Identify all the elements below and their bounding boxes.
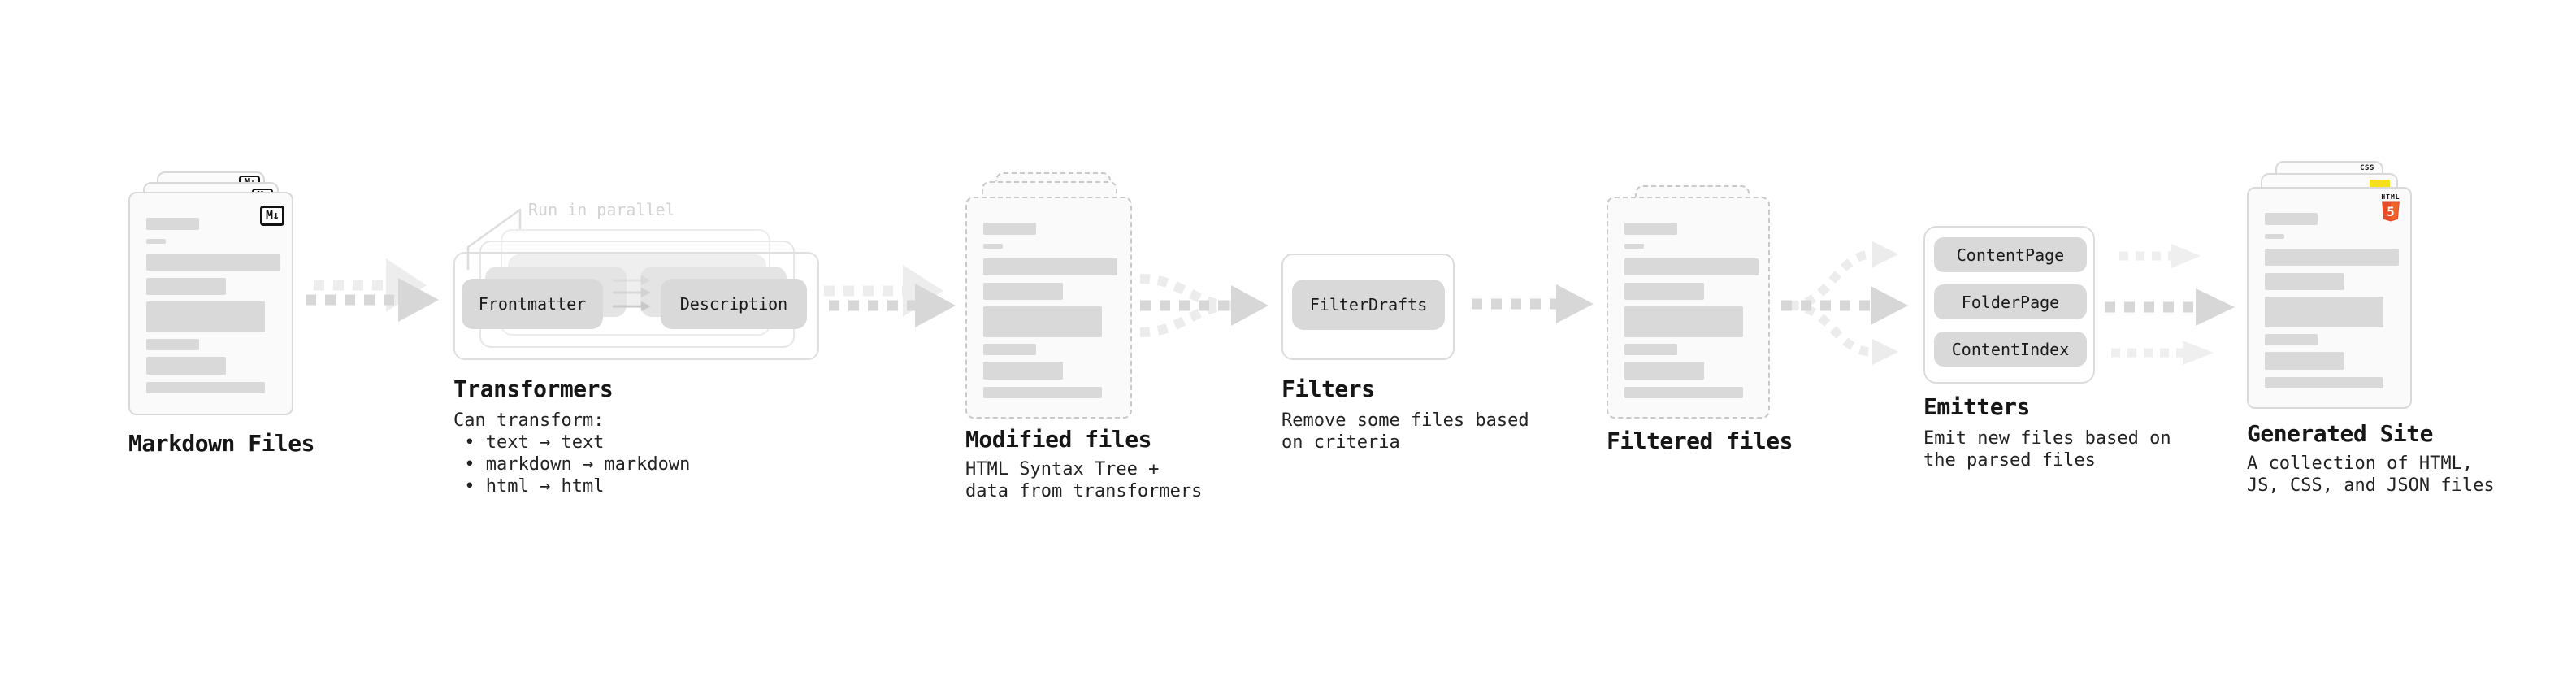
description-pill: Description: [661, 279, 807, 329]
folderpage-pill: FolderPage: [1934, 284, 2087, 319]
text-line-bar: [983, 244, 1003, 249]
text-line-bar: [1624, 244, 1644, 249]
markdown-file-card: M↓: [128, 192, 293, 415]
text-line-bar: [983, 387, 1102, 398]
contentpage-pill: ContentPage: [1934, 237, 2087, 272]
description-line: Emit new files based on: [1923, 428, 2171, 449]
filters-title: Filters: [1281, 375, 1375, 402]
flow-arrow-transformers-to-modified: [824, 265, 956, 327]
text-line-bar: [146, 254, 280, 271]
html5-word: HTML: [2381, 193, 2400, 201]
transformer-box: [453, 252, 819, 360]
text-line-bar: [2265, 297, 2383, 327]
markdown-files-title: Markdown Files: [128, 430, 315, 457]
transformers-description: Can transform: • text → text • markdown …: [453, 410, 690, 497]
description-line: A collection of HTML,: [2247, 453, 2474, 474]
description-line: the parsed files: [1923, 450, 2096, 471]
text-line-bar: [146, 239, 166, 244]
description-line: • html → html: [453, 476, 605, 497]
flow-arrow-emitter-top: [2119, 244, 2201, 268]
modified-files-title: Modified files: [965, 426, 1152, 453]
emitters-description: Emit new files based on the parsed files: [1923, 427, 2171, 471]
flow-arrow-split-to-emitters: [1781, 241, 1908, 365]
description-line: Remove some files based: [1281, 410, 1529, 431]
text-line-bar: [146, 218, 199, 230]
filtered-file-card: [1607, 197, 1770, 419]
text-line-bar: [146, 301, 265, 332]
description-line: data from transformers: [965, 481, 1203, 501]
text-line-bar: [1624, 283, 1704, 300]
description-line: on criteria: [1281, 432, 1400, 453]
mini-arrow: [613, 288, 651, 297]
filterdrafts-pill: FilterDrafts: [1292, 280, 1445, 330]
description-line: HTML Syntax Tree +: [965, 459, 1160, 479]
text-line-bar: [2265, 273, 2344, 290]
text-line-bar: [1624, 258, 1759, 275]
flow-arrow-filters-to-filtered: [1472, 284, 1594, 323]
description-line: • markdown → markdown: [453, 454, 691, 475]
text-line-bar: [2265, 334, 2318, 345]
mini-arrow: [613, 301, 651, 311]
text-line-bar: [1624, 362, 1704, 380]
text-line-bar: [146, 278, 226, 295]
text-line-bar: [983, 223, 1036, 235]
text-line-bar: [2265, 352, 2344, 370]
filtered-files-title: Filtered files: [1607, 427, 1793, 454]
text-line-bar: [2265, 234, 2284, 239]
modified-files-description: HTML Syntax Tree + data from transformer…: [965, 458, 1202, 502]
text-line-bar: [1624, 223, 1677, 235]
markdown-icon: M↓: [259, 206, 284, 226]
text-line-bar: [1624, 387, 1743, 398]
text-line-bar: [2265, 213, 2318, 225]
text-line-bar: [1624, 306, 1743, 337]
transformers-title: Transformers: [453, 375, 614, 402]
text-line-bar: [146, 339, 199, 350]
filters-description: Remove some files based on criteria: [1281, 410, 1529, 453]
html5-icon: HTML 5: [2379, 193, 2403, 225]
text-line-bar: [983, 283, 1063, 300]
css-label: CSS: [2360, 164, 2374, 172]
text-line-bar: [1624, 344, 1677, 355]
flow-arrow-markdown-to-transformers: [306, 258, 439, 322]
emitters-title: Emitters: [1923, 393, 2030, 420]
text-line-bar: [146, 357, 226, 375]
text-line-bar: [983, 258, 1117, 275]
frontmatter-pill: Frontmatter: [462, 279, 603, 329]
contentindex-pill: ContentIndex: [1934, 332, 2087, 367]
text-line-bar: [146, 382, 265, 393]
flow-arrow-emitter-middle: [2105, 288, 2235, 326]
description-line: Can transform:: [453, 410, 605, 431]
generated-site-title: Generated Site: [2247, 420, 2434, 447]
modified-file-card: [965, 197, 1132, 419]
svg-text:5: 5: [2387, 205, 2394, 219]
text-line-bar: [983, 362, 1063, 380]
flow-arrow-merge-to-filters: [1139, 274, 1268, 337]
description-line: • text → text: [453, 432, 605, 453]
run-in-parallel-annotation: Run in parallel: [528, 200, 675, 219]
text-line-bar: [2265, 249, 2399, 266]
mini-arrow: [613, 275, 651, 285]
generated-site-description: A collection of HTML, JS, CSS, and JSON …: [2247, 453, 2495, 497]
text-line-bar: [983, 306, 1102, 337]
annotation-leader-line: [466, 208, 522, 270]
html5-shield: 5: [2382, 201, 2400, 222]
text-line-bar: [983, 344, 1036, 355]
description-line: JS, CSS, and JSON files: [2247, 475, 2495, 496]
generated-html-file-card: HTML 5: [2247, 187, 2412, 409]
flow-arrow-emitter-bottom: [2111, 340, 2214, 365]
text-line-bar: [2265, 377, 2383, 388]
